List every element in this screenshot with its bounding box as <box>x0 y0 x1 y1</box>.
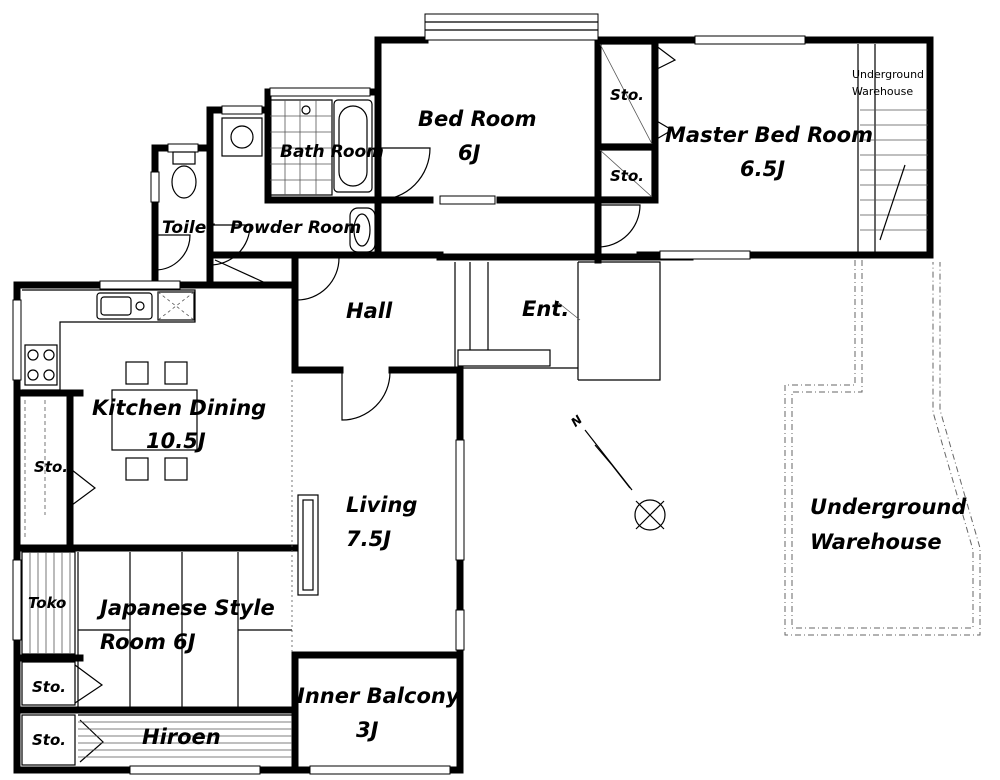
storage-label-2: Sto. <box>610 167 644 185</box>
hiroen-boards <box>78 714 292 758</box>
entrance-label: Ent. <box>522 297 570 321</box>
storage-label-5: Sto. <box>32 731 66 749</box>
underground-warehouse-outline <box>784 260 981 636</box>
windows <box>12 13 806 775</box>
underground-warehouse-large-line1: Underground <box>810 495 967 519</box>
living-size: 7.5J <box>346 527 392 551</box>
toilet-fixture <box>171 151 197 199</box>
bed-room-label: Bed Room <box>418 107 537 131</box>
inner-balcony-label: Inner Balcony <box>297 684 460 708</box>
doors <box>154 147 641 421</box>
kitchen-dining-size: 10.5J <box>146 429 206 453</box>
toko-label: Toko <box>28 594 67 612</box>
hiroen-label: Hiroen <box>142 725 221 749</box>
living-label: Living <box>346 493 418 517</box>
storage-label-4: Sto. <box>32 678 66 696</box>
stairs <box>857 44 928 252</box>
underground-warehouse-small-line1: Underground <box>852 68 925 81</box>
hall-label: Hall <box>346 299 393 323</box>
storage-label-3: Sto. <box>34 458 68 476</box>
bath-room-label: Bath Room <box>280 142 384 162</box>
bath-fixtures <box>221 99 376 253</box>
japanese-room-details <box>21 380 293 708</box>
toilet-label: Toilet <box>162 218 215 238</box>
storage-details <box>21 43 677 766</box>
kitchen-dining-label: Kitchen Dining <box>92 396 267 420</box>
underground-warehouse-small-label: Underground Warehouse <box>852 66 924 100</box>
master-bed-room-label: Master Bed Room <box>665 123 873 147</box>
bed-room-size: 6J <box>458 141 481 165</box>
master-bed-room-size: 6.5J <box>740 157 786 181</box>
underground-warehouse-small-line2: Warehouse <box>852 85 914 99</box>
storage-label-1: Sto. <box>610 86 644 104</box>
inner-balcony-size: 3J <box>356 718 379 742</box>
entrance-details <box>454 261 661 381</box>
underground-warehouse-large-line2: Warehouse <box>810 530 942 554</box>
compass <box>584 429 666 531</box>
kitchen-fixtures <box>22 289 198 481</box>
japanese-room-label-line2: Room 6J <box>100 630 196 654</box>
powder-room-label: Powder Room <box>230 218 362 238</box>
japanese-room-label-line1: Japanese Style <box>100 596 275 620</box>
living-fixture <box>297 494 319 596</box>
